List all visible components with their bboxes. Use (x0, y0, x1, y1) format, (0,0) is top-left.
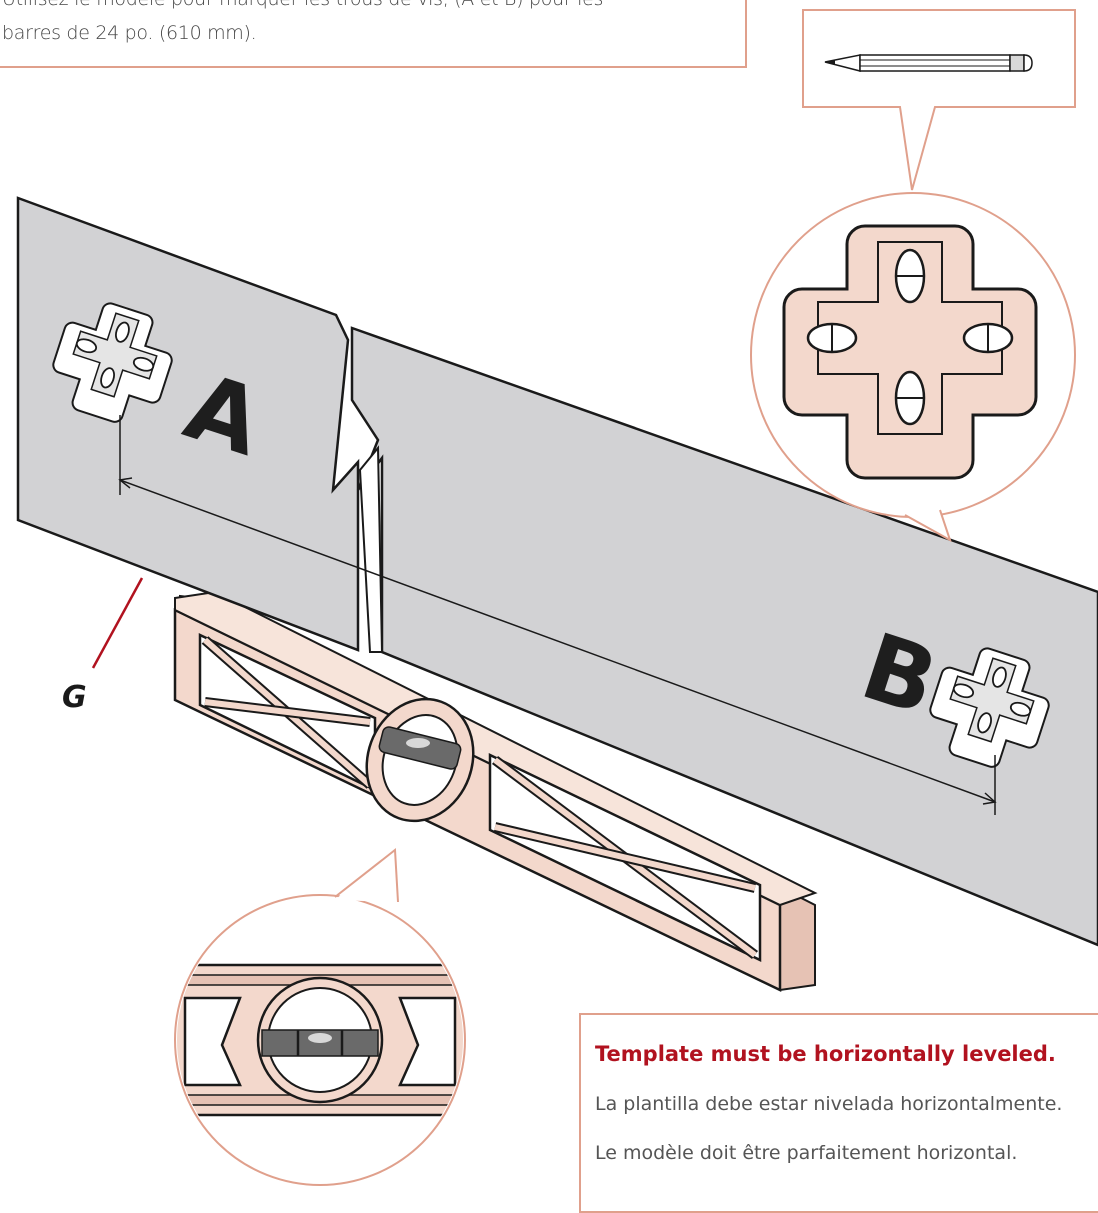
level-zoom-callout (174, 848, 466, 1186)
leveling-text-es: La plantilla debe estar nivelada horizon… (595, 1093, 1063, 1115)
instruction-line-2: barres de 24 po. (610 mm). (2, 22, 257, 44)
instruction-line-1: Utilisez le modèle pour marquer les trou… (2, 0, 603, 10)
level-closeup (177, 963, 463, 1117)
leveling-note: Template must be horizontally leveled. L… (579, 1013, 1098, 1213)
instruction-caption: Utilisez le modèle pour marquer les trou… (0, 0, 747, 68)
pencil-callout (802, 9, 1076, 191)
template-sheet-right (350, 326, 1098, 947)
bracket-zoom-callout (750, 192, 1076, 543)
leveling-text-fr: Le modèle doit être parfaitement horizon… (595, 1142, 1018, 1164)
leveling-warning-en: Template must be horizontally leveled. (595, 1042, 1056, 1066)
dimension-line (118, 415, 997, 815)
bracket-zoom-icon (782, 224, 1038, 480)
g-leader-line (91, 577, 144, 669)
pencil-icon (824, 54, 1033, 72)
bracket-b (929, 647, 1050, 768)
label-g: G (62, 680, 87, 715)
spirit-level (173, 590, 818, 992)
bracket-a (52, 302, 173, 423)
